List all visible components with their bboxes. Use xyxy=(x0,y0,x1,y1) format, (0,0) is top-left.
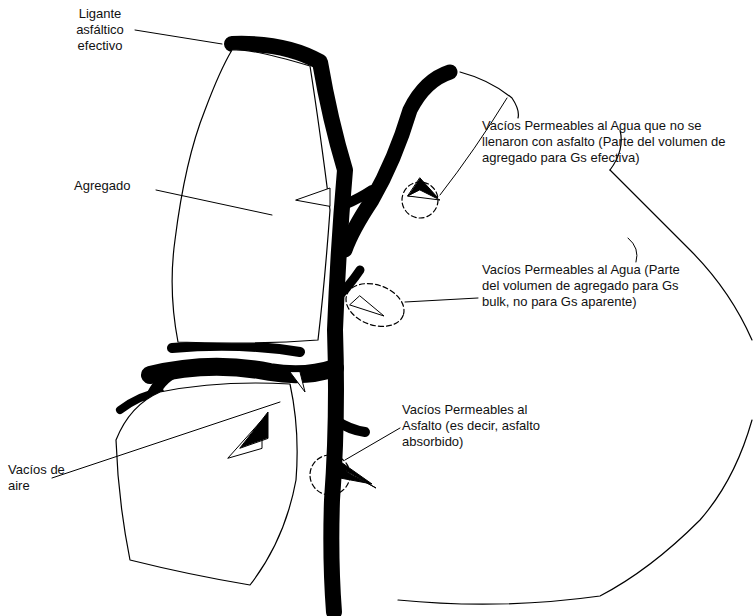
binder-label: Ligante asfáltico efectivo xyxy=(56,6,144,54)
water-void-label: Vacíos Permeables al Agua (Parte del vol… xyxy=(482,262,696,310)
water-void-label: Vacíos Permeables al Agua que no se llen… xyxy=(482,118,750,166)
asphalt-void-label: Vacíos Permeables al Asfalto (es decir, … xyxy=(402,402,552,450)
aggregate-label: Agregado xyxy=(74,178,154,194)
air-void-label: Vacíos de aire xyxy=(8,462,78,494)
